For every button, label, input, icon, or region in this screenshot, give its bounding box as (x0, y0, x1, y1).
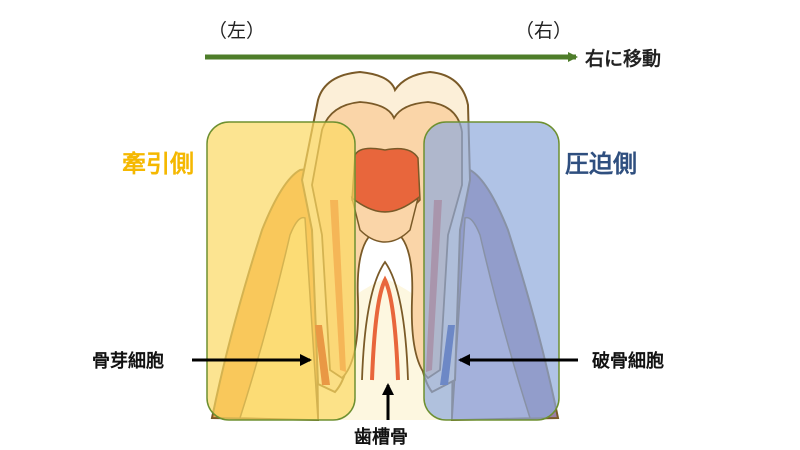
pressure-side-label: 圧迫側 (565, 150, 637, 178)
tooth-pulp-floor (350, 196, 420, 243)
left-label: （左） (208, 20, 265, 42)
tension-side-label: 牽引側 (122, 150, 194, 178)
right-label: （右） (515, 20, 572, 42)
tension-side-box (206, 121, 356, 421)
pressure-side-box (423, 121, 560, 421)
root-arch-inner (370, 275, 400, 381)
root-arch (361, 260, 409, 381)
osteoblast-label: 骨芽細胞 (92, 350, 164, 372)
osteoclast-label: 破骨細胞 (592, 350, 664, 372)
move-right-label: 右に移動 (584, 47, 661, 70)
tooth-pulp (351, 147, 421, 213)
alveolar-bone-label: 歯槽骨 (354, 426, 408, 448)
